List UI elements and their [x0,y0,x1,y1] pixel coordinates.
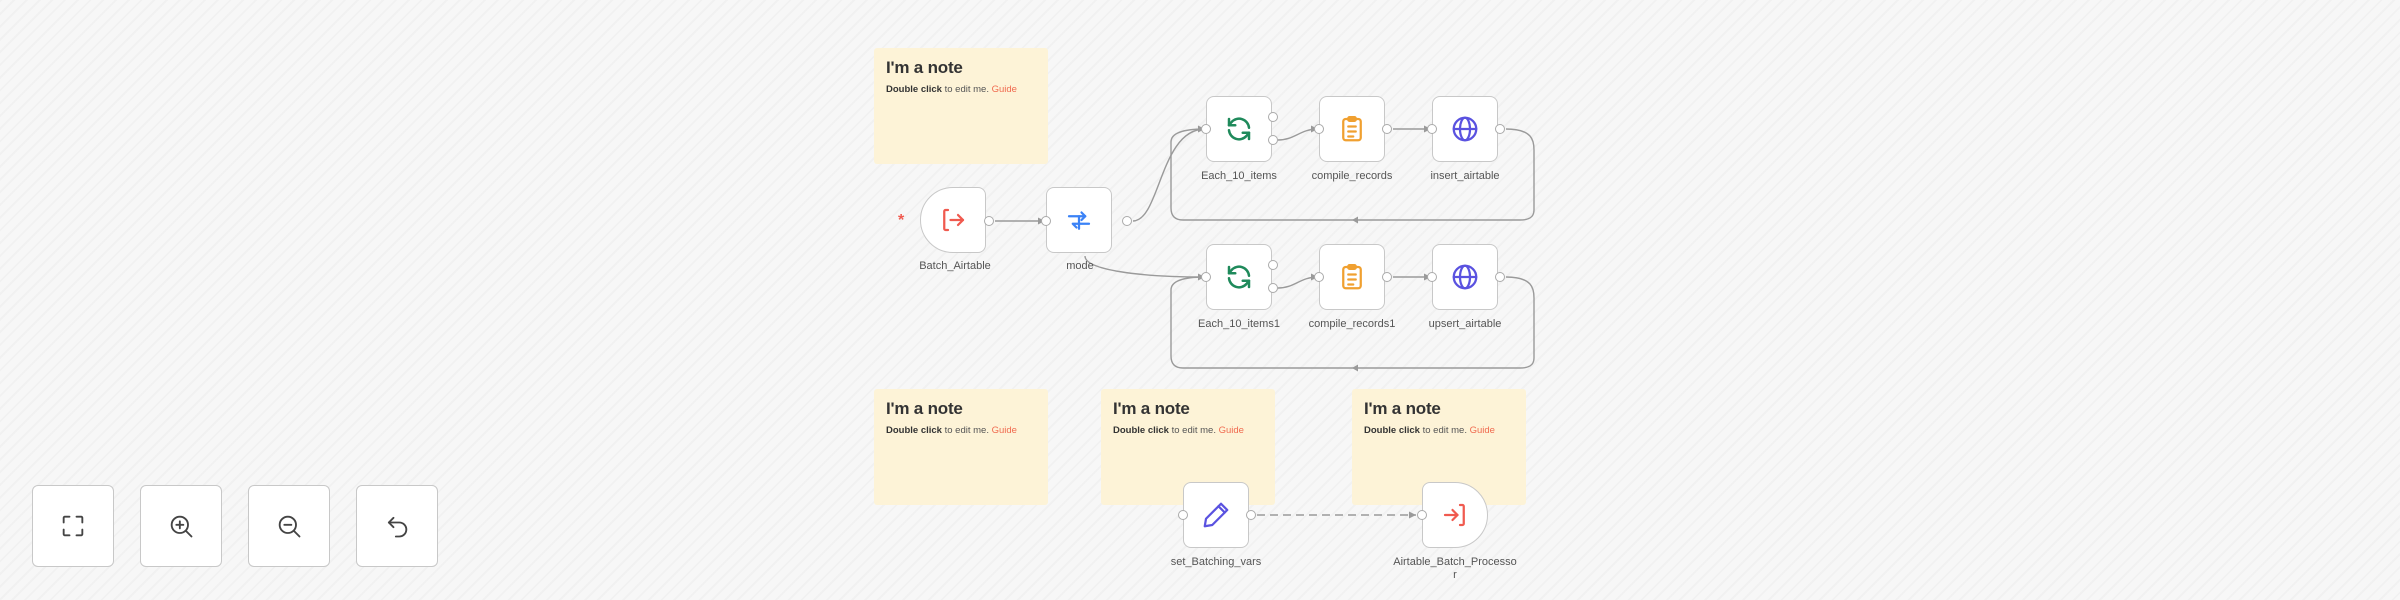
output-port[interactable] [1382,124,1392,134]
loop-port[interactable] [1268,260,1278,270]
node-each-10-items[interactable] [1206,96,1272,162]
input-port[interactable] [1041,216,1051,226]
guide-link[interactable]: Guide [991,425,1017,436]
guide-link[interactable]: Guide [991,84,1017,95]
globe-icon [1452,264,1478,290]
zoom-in-icon [170,515,193,538]
node-each-10-items1[interactable] [1206,244,1272,310]
node-label: insert_airtable [1430,170,1500,182]
zoom-out-icon [278,515,301,538]
done-port[interactable] [1268,135,1278,145]
node-label: Each_10_items1 [1198,318,1280,330]
input-port[interactable] [1427,124,1437,134]
edge-mode-to-each1 [1084,255,1206,278]
note-title: I'm a note [1364,399,1441,418]
node-compile-records[interactable] [1319,96,1385,162]
note-body: Double click to edit me. Guide [1113,425,1244,436]
node-mode[interactable] [1046,187,1112,253]
note-body: Double click to edit me. Guide [886,425,1017,436]
loop-port[interactable] [1268,112,1278,122]
node-label: Airtable_Batch_Processo r [1393,556,1517,581]
output-port[interactable] [1246,510,1256,520]
guide-link[interactable]: Guide [1218,425,1244,436]
output-port[interactable] [1495,124,1505,134]
clipboard-icon [1342,116,1362,142]
trigger-marker: * [898,212,905,229]
node-label: set_Batching_vars [1170,556,1262,568]
edge-insert-loop [1170,128,1535,221]
done-port[interactable] [1268,283,1278,293]
globe-icon [1452,116,1478,142]
node-label: compile_records1 [1308,318,1396,330]
edge-upsert-loop [1170,276,1535,369]
input-port[interactable] [1417,510,1427,520]
output-port[interactable] [1495,272,1505,282]
guide-link[interactable]: Guide [1469,425,1495,436]
sticky-note[interactable]: I'm a note Double click to edit me. Guid… [874,48,1048,164]
loop-icon [1227,265,1251,289]
input-port[interactable] [1314,124,1324,134]
note-title: I'm a note [886,58,963,77]
switch-icon [1067,211,1091,230]
node-label: Batch_Airtable [919,260,991,272]
input-port[interactable] [1201,272,1211,282]
loop-icon [1227,117,1251,141]
node-label: Each_10_items [1201,170,1277,182]
node-label: upsert_airtable [1428,318,1502,330]
node-airtable-batch-processor[interactable] [1422,482,1488,548]
pencil-icon [1203,502,1229,528]
note-title: I'm a note [886,399,963,418]
sign-out-icon [1443,503,1465,527]
input-port[interactable] [1178,510,1188,520]
zoom-in-button[interactable] [140,485,222,567]
clipboard-icon [1342,264,1362,290]
node-label: mode [1066,260,1094,272]
node-batch-airtable[interactable] [920,187,986,253]
edge-mode-to-each [1132,128,1206,222]
fit-view-button[interactable] [32,485,114,567]
node-compile-records1[interactable] [1319,244,1385,310]
note-title: I'm a note [1113,399,1190,418]
zoom-out-button[interactable] [248,485,330,567]
undo-button[interactable] [356,485,438,567]
node-set-batching-vars[interactable] [1183,482,1249,548]
node-label: compile_records [1311,170,1393,182]
input-port[interactable] [1201,124,1211,134]
undo-icon [387,516,408,538]
output-port[interactable] [1382,272,1392,282]
output-port[interactable] [1122,216,1132,226]
input-port[interactable] [1314,272,1324,282]
node-insert-airtable[interactable] [1432,96,1498,162]
note-body: Double click to edit me. Guide [886,84,1017,95]
sticky-note[interactable]: I'm a note Double click to edit me. Guid… [874,389,1048,505]
output-port[interactable] [984,216,994,226]
node-upsert-airtable[interactable] [1432,244,1498,310]
fullscreen-icon [62,515,84,537]
sign-in-icon [943,208,965,232]
input-port[interactable] [1427,272,1437,282]
note-body: Double click to edit me. Guide [1364,425,1495,436]
